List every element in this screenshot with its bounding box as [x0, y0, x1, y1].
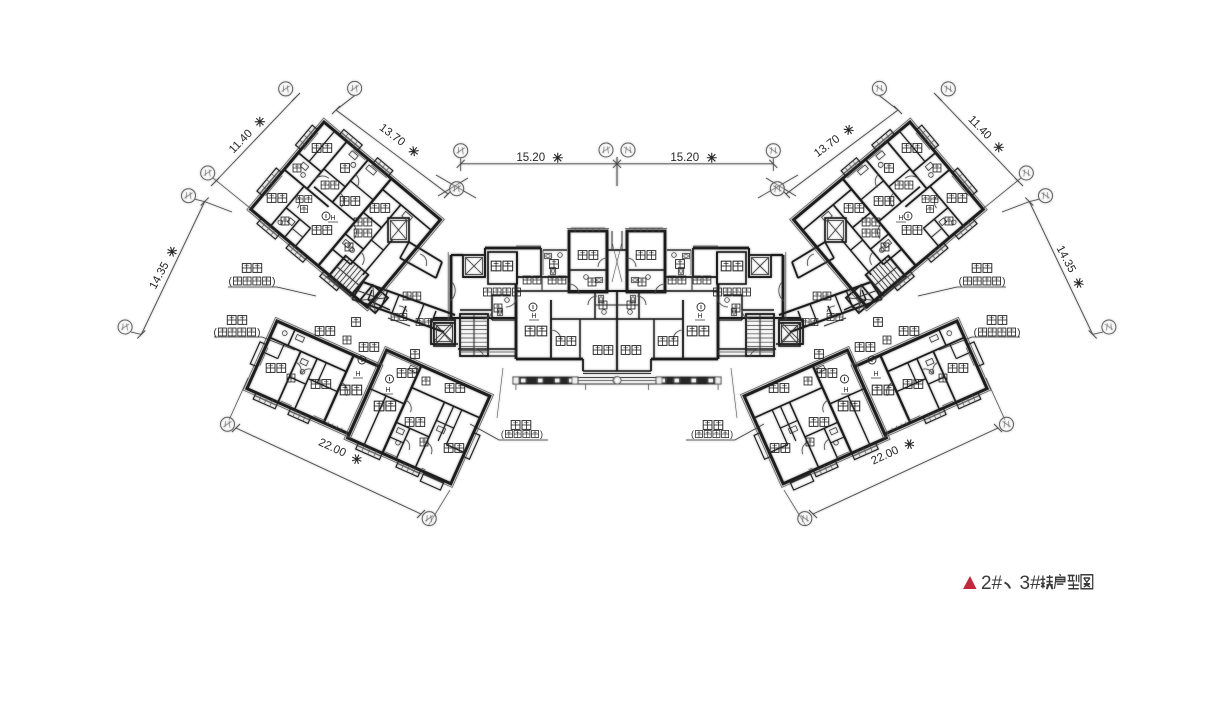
svg-text:): ) [272, 276, 275, 287]
svg-text:): ) [730, 429, 733, 439]
svg-text:): ) [1002, 276, 1005, 287]
svg-text:15.20: 15.20 [516, 152, 545, 164]
svg-text:H: H [386, 387, 391, 394]
svg-text:3#: 3# [1020, 573, 1042, 594]
svg-text:H: H [698, 313, 703, 320]
svg-text:H: H [899, 215, 904, 222]
svg-text:15.20: 15.20 [670, 152, 699, 164]
svg-text:H: H [874, 371, 879, 378]
svg-text:(: ( [959, 276, 963, 287]
svg-text:): ) [257, 327, 260, 338]
svg-text:2#: 2# [981, 573, 1003, 594]
svg-text:(: ( [214, 327, 218, 338]
svg-text:(: ( [691, 429, 694, 439]
svg-text:H: H [356, 371, 361, 378]
svg-text:H: H [532, 313, 537, 320]
svg-text:): ) [1017, 327, 1020, 338]
svg-text:(: ( [501, 429, 504, 439]
svg-text:(: ( [974, 327, 978, 338]
svg-text:(: ( [229, 276, 233, 287]
svg-text:): ) [540, 429, 543, 439]
svg-text:H: H [331, 215, 336, 222]
svg-text:H: H [844, 387, 849, 394]
